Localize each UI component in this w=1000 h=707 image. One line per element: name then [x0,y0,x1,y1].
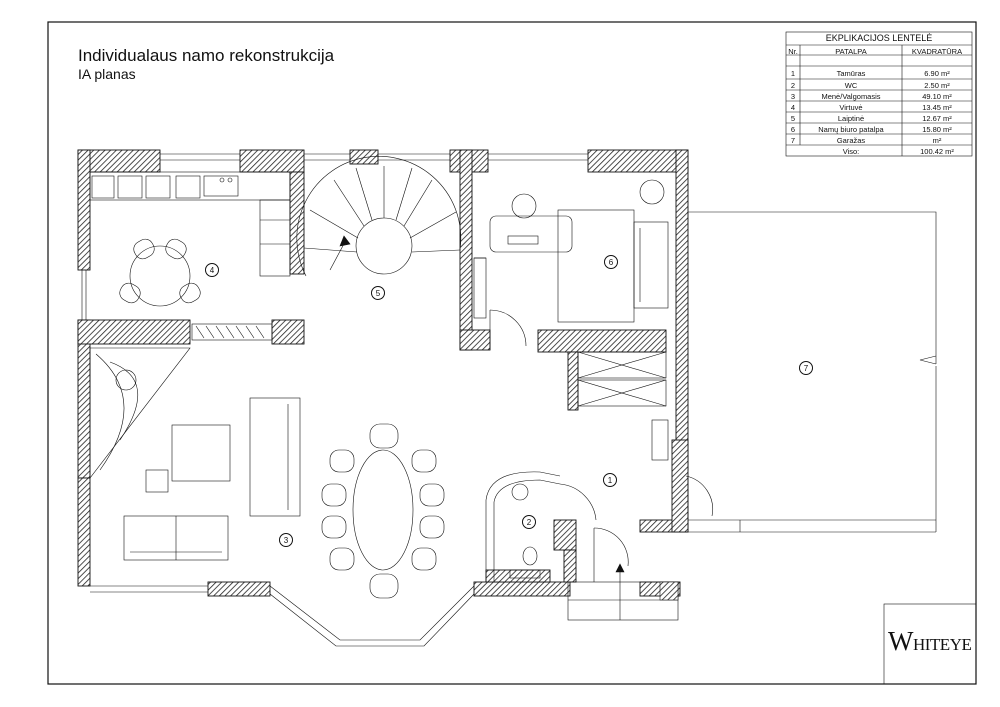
room-marker-7: 7 [799,361,813,375]
row-nr: 1 [790,69,796,78]
header-area: KVADRATŪRA [911,47,963,56]
row-name: WC [844,81,858,90]
row-area: 49.10 m² [922,92,952,101]
logo-frame [883,603,977,685]
header-nr: Nr. [788,47,798,56]
total-label: Viso: [842,147,860,156]
row-nr: 5 [790,114,796,123]
logo-text: HITEYE [912,635,972,654]
room-marker-1: 1 [603,473,617,487]
row-area: 12.67 m² [922,114,952,123]
sheet-border [47,21,977,685]
row-nr: 3 [790,92,796,101]
room-marker-3: 3 [279,533,293,547]
row-area: 15.80 m² [922,125,952,134]
brand-logo: WHITEYE [888,626,984,657]
explication-table-grid [785,31,973,157]
plan-lines [81,153,937,647]
row-name: Garažas [836,136,866,145]
header-room: PATALPA [835,47,867,56]
drawing-subtitle: IA planas [78,66,136,82]
drawing-title: Individualaus namo rekonstrukcija [78,46,335,65]
room-marker-5: 5 [371,286,385,300]
logo-initial: W [888,626,913,656]
row-nr: 6 [790,125,796,134]
row-area: m² [932,136,942,145]
row-nr: 4 [790,103,796,112]
room-marker-2: 2 [522,515,536,529]
row-name: Virtuvė [839,103,863,112]
explication-title: EKPLIKACIJOS LENTELĖ [825,33,933,43]
row-name: Tamūras [836,69,866,78]
row-nr: 7 [790,136,796,145]
walls [77,149,689,597]
row-name: Menė/Valgomasis [821,92,881,101]
row-area: 2.50 m² [924,81,950,90]
row-name: Laiptinė [837,114,865,123]
total-area: 100.42 m² [920,147,954,156]
row-area: 13.45 m² [922,103,952,112]
room-marker-4: 4 [205,263,219,277]
row-nr: 2 [790,81,796,90]
row-area: 6.90 m² [924,69,950,78]
room-marker-6: 6 [604,255,618,269]
row-name: Namų biuro patalpa [818,125,884,134]
